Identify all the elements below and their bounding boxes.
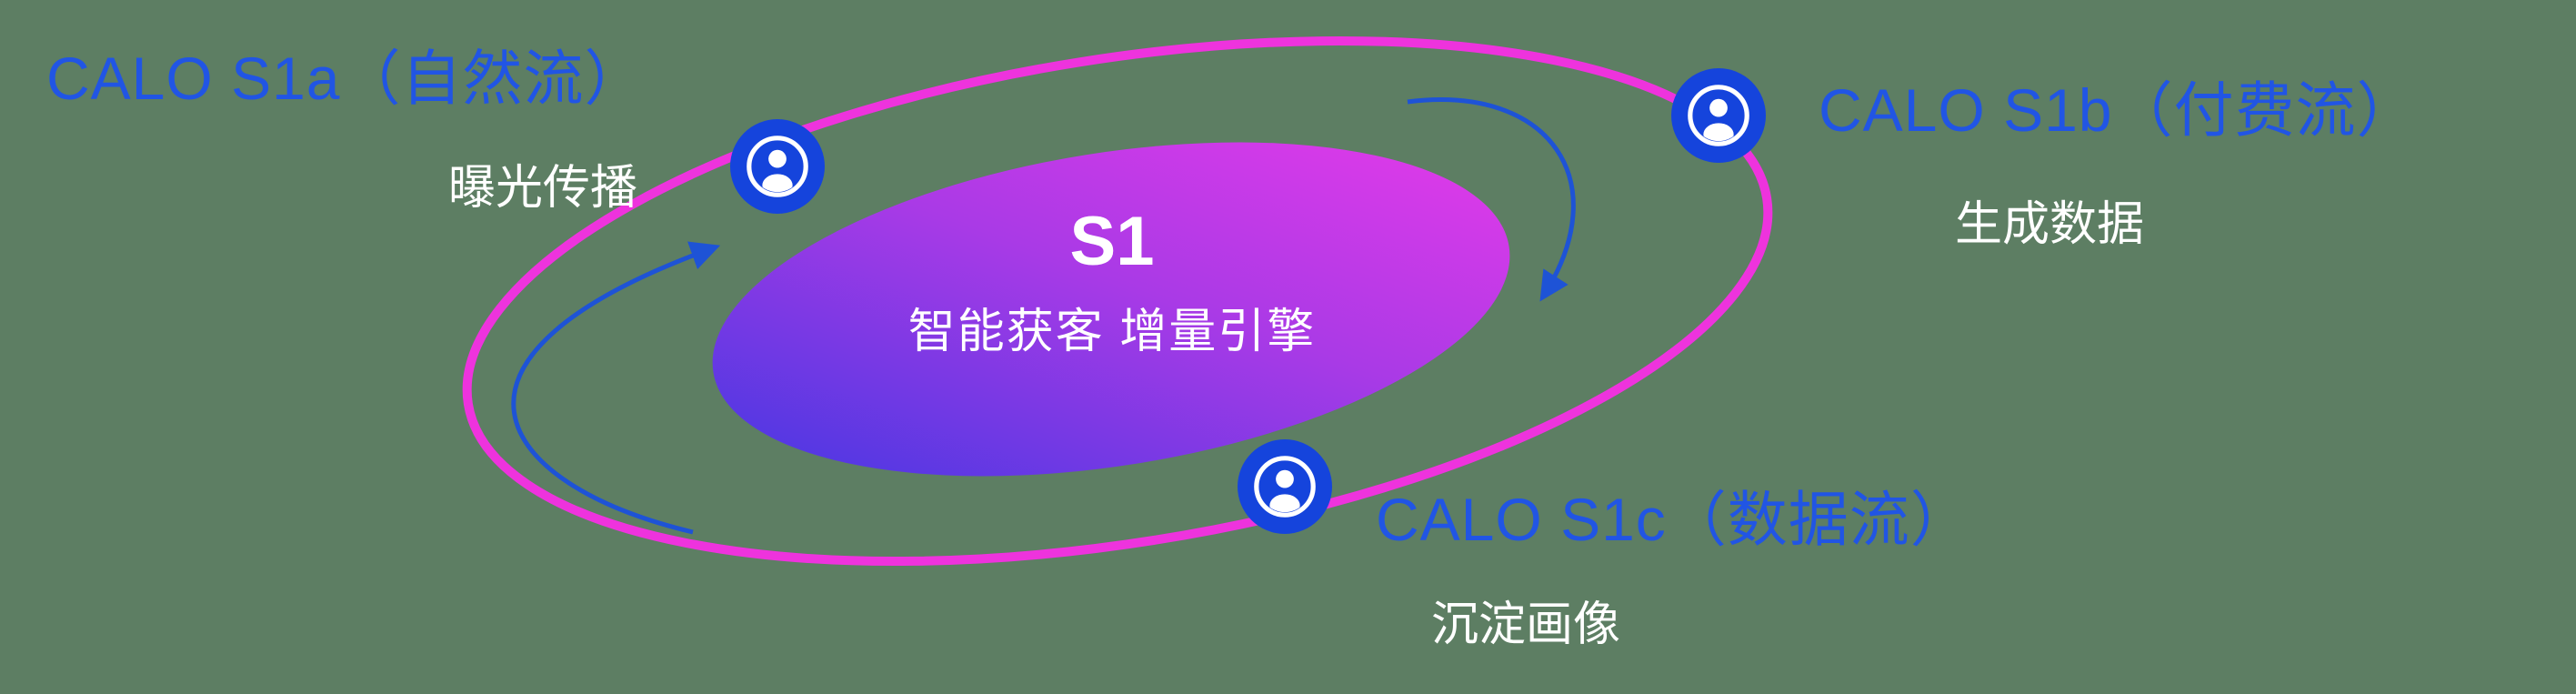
- core-text: S1 智能获客 增量引擎: [839, 207, 1385, 361]
- user-icon: [1238, 439, 1332, 534]
- user-icon: [1671, 68, 1766, 163]
- node-s1c-badge: [1238, 439, 1332, 534]
- node-s1b-label: CALO S1b（付费流）: [1819, 76, 2418, 144]
- node-s1a-label: CALO S1a（自然流）: [46, 45, 646, 112]
- flow-arrow-right-icon: [1407, 97, 1576, 302]
- user-icon: [730, 119, 825, 214]
- node-s1c-label: CALO S1c（数据流）: [1376, 486, 1971, 553]
- core-subtitle: 智能获客 增量引擎: [907, 306, 1317, 358]
- core-ellipse: [712, 142, 1510, 477]
- core-title: S1: [1069, 203, 1155, 280]
- node-s1b-badge: [1671, 68, 1766, 163]
- flow-arrow-left-icon: [511, 241, 721, 535]
- node-s1b-sublabel: 生成数据: [1955, 198, 2145, 251]
- node-s1c-sublabel: 沉淀画像: [1431, 598, 1621, 651]
- node-s1a-badge: [730, 119, 825, 214]
- orbit-ring: [462, 35, 1773, 567]
- node-s1a-sublabel: 曝光传播: [448, 162, 638, 215]
